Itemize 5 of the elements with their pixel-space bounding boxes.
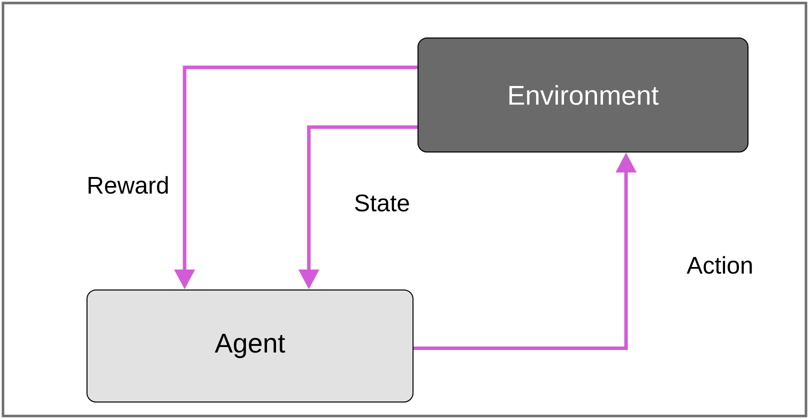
agent-box: Agent (86, 289, 414, 402)
edge-label: Action (686, 256, 752, 274)
edge-label: Reward (88, 176, 168, 194)
edge-label: State (355, 194, 409, 212)
process-box: Environment (418, 38, 748, 152)
